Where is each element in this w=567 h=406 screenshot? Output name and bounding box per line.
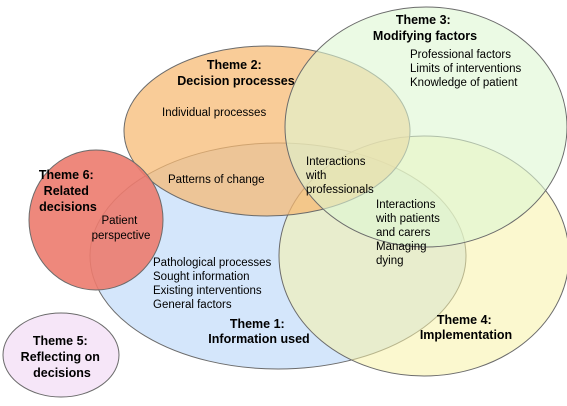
theme1-items: Pathological processes Sought informatio… <box>153 257 274 311</box>
theme3-items: Professional factors Limits of intervent… <box>410 49 524 89</box>
theme5-ellipse <box>2 312 120 398</box>
theme5-title: Theme 5: Reflecting on decisions <box>21 334 104 380</box>
interactions-professionals-label: Interactions with professionals <box>305 156 374 196</box>
patient-perspective-label: Patient perspective <box>92 215 151 242</box>
theme3-title: Theme 3: Modifying factors <box>373 13 477 43</box>
patterns-of-change-label: Patterns of change <box>168 174 265 186</box>
theme2-title: Theme 2: Decision processes <box>177 58 294 88</box>
theme1-title: Theme 1: Information used <box>208 317 309 346</box>
interactions-patients-label: Interactions with patients and carers Ma… <box>375 199 443 267</box>
theme3-ellipse <box>284 6 567 248</box>
theme6-ellipse <box>28 149 164 291</box>
theme2-item: Individual processes <box>162 107 266 119</box>
theme6-title: Theme 6: Related decisions <box>39 168 97 214</box>
theme4-title: Theme 4: Implementation <box>420 313 512 342</box>
